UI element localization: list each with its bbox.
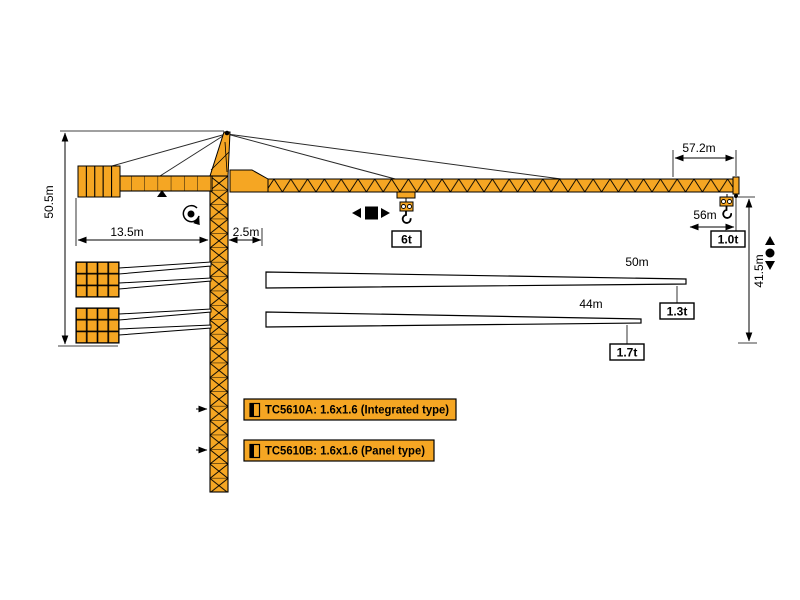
rotation-arrow-icon (182, 204, 200, 226)
tip-hook-assembly (719, 194, 734, 219)
load-box-1-7t: 1.7t (609, 343, 645, 361)
dim-jib-total: 57.2m (672, 141, 737, 177)
tip-pulley-icon (734, 194, 738, 198)
dim-tower-height: 50.5m (42, 130, 224, 347)
load-label-trolley: 6t (401, 233, 412, 247)
dim-jib-root-offset: 2.5m (228, 225, 263, 246)
mast-section-icon (249, 443, 261, 459)
hook-icon (722, 206, 733, 219)
dim-hook-height: 41.5m (738, 196, 766, 344)
hook-travel-icon (765, 236, 775, 270)
mast-section-icon (249, 402, 261, 418)
trolley-travel-icon (352, 206, 390, 220)
load-box-1-3t: 1.3t (659, 302, 695, 320)
main-jib (229, 169, 740, 198)
load-label-tip-44m: 1.7t (617, 346, 638, 360)
tower-mast (209, 175, 229, 493)
model-label-integrated: TC5610A: 1.6x1.6 (Integrated type) (196, 398, 457, 421)
load-label-tip-57m: 1.0t (718, 233, 739, 247)
pendant-tie-bars (93, 133, 592, 184)
dim-hook-travel: 56m (689, 197, 737, 231)
counter-jib-marker-arrow (157, 190, 167, 197)
dim-label-jib-total: 57.2m (682, 141, 715, 155)
dim-label-jib-44: 44m (579, 297, 602, 311)
dim-label-jib-50: 50m (625, 255, 648, 269)
counter-jib (117, 175, 213, 197)
dim-label-tower-height: 50.5m (42, 185, 56, 218)
trolley-hook-assembly (396, 191, 416, 224)
counterweight-slabs (77, 165, 121, 198)
load-label-tip-50m: 1.3t (667, 305, 688, 319)
jib-profile-50m: 50m (265, 255, 687, 303)
hook-icon (401, 211, 412, 224)
dim-label-counter-jib: 13.5m (110, 225, 143, 239)
load-box-1-0t: 1.0t (710, 230, 746, 248)
jib-root-section (229, 169, 269, 193)
dim-counter-jib: 13.5m (75, 198, 209, 246)
jib-tip-plate (732, 176, 740, 195)
jib-profile-44m: 44m (265, 297, 642, 344)
apex-pulley-icon (224, 130, 230, 136)
model-a-label: TC5610A: 1.6x1.6 (Integrated type) (265, 405, 449, 417)
ballast-stack-1 (75, 261, 212, 298)
load-box-6t: 6t (391, 230, 422, 248)
dim-label-hook-height: 41.5m (752, 254, 766, 287)
ballast-stack-2 (75, 307, 212, 344)
model-label-panel: TC5610B: 1.6x1.6 (Panel type) (196, 439, 435, 462)
model-b-label: TC5610B: 1.6x1.6 (Panel type) (265, 446, 425, 458)
dim-label-jib-root-offset: 2.5m (233, 225, 260, 239)
dim-label-hook-travel: 56m (693, 208, 716, 222)
